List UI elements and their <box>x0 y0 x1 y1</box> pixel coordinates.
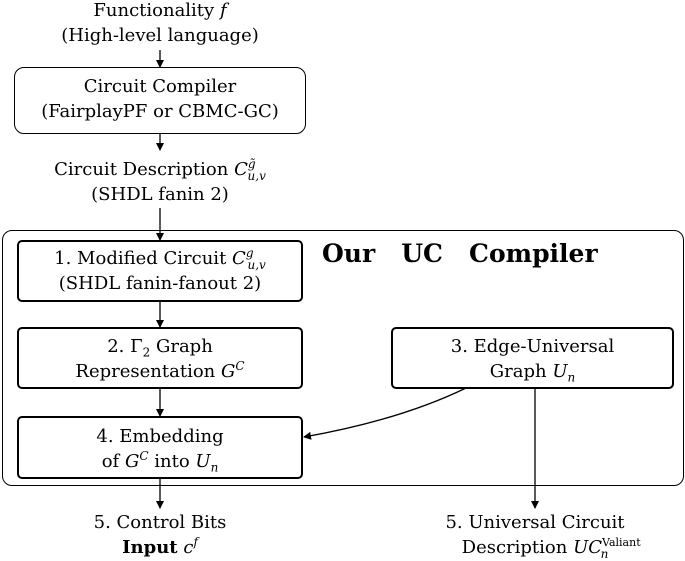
control-bits-output: 5. Control Bits Input cf <box>93 512 227 558</box>
compiler-line2: (FairplayPF or CBMC-GC) <box>41 101 279 122</box>
compiler-line1: Circuit Compiler <box>83 76 237 97</box>
universal-circuit-output: 5. Universal Circuit Description UCValia… <box>445 512 641 561</box>
step3-edge-universal-graph-box: 3. Edge-Universal Graph Un <box>391 327 674 389</box>
circuit-compiler-box: Circuit Compiler (FairplayPF or CBMC-GC) <box>14 67 306 134</box>
uc-compiler-title: Our UC Compiler <box>322 239 598 268</box>
step2-graph-representation-box: 2. Γ2 Graph Representation GC <box>17 327 303 389</box>
arrow-step3-to-step4 <box>303 387 467 440</box>
circuit-description-label: Circuit Description Cg̃u,v (SHDL fanin 2… <box>54 157 266 205</box>
functionality-label: Functionality f (High-level language) <box>61 0 259 46</box>
uc-compiler-frame <box>2 230 684 486</box>
step1-modified-circuit-box: 1. Modified Circuit Cgu,v (SHDL fanin-fa… <box>17 240 303 302</box>
step4-embedding-box: 4. Embedding of GC into Un <box>17 416 303 479</box>
